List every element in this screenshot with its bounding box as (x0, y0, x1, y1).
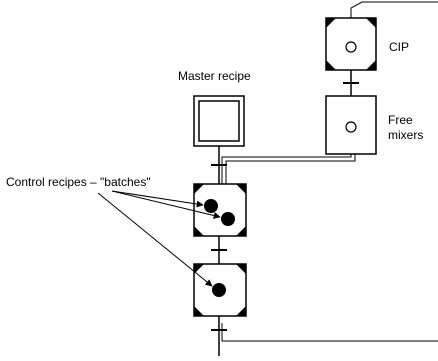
step-corner-icon (194, 184, 204, 194)
free-to-batch-link-1 (221, 154, 352, 184)
step-corner-icon (326, 60, 336, 70)
step-corner-icon (236, 264, 246, 274)
cip-label: CIP (389, 40, 409, 54)
free-to-batch-link-2 (225, 154, 356, 184)
step-corner-icon (194, 264, 204, 274)
cip-top-link (350, 1, 438, 18)
step-corner-icon (236, 226, 246, 236)
batch-step-lower (193, 263, 247, 317)
step-corner-icon (236, 184, 246, 194)
batch-token-icon (221, 212, 235, 226)
step-corner-icon (366, 18, 376, 28)
batch-step-upper (193, 183, 247, 237)
step-corner-icon (326, 18, 336, 28)
pointer-arrow-icon (111, 190, 204, 208)
batch-token-icon (212, 283, 226, 297)
cip-step (325, 17, 377, 71)
bottom-return-link (221, 323, 438, 342)
step-corner-icon (194, 306, 204, 316)
empty-token-icon (345, 41, 357, 53)
empty-token-icon (345, 121, 357, 133)
step-corner-icon (236, 306, 246, 316)
master-recipe-label: Master recipe (178, 69, 251, 83)
free-mixers-label-line1: Free (388, 113, 413, 127)
batch-token-icon (204, 199, 218, 213)
pointer-arrow-icon (111, 190, 221, 219)
step-corner-icon (194, 226, 204, 236)
step-corner-icon (366, 60, 376, 70)
control-recipes-label: Control recipes – "batches" (6, 175, 151, 189)
pointer-arrow-icon (97, 192, 213, 287)
master-recipe-step (193, 95, 245, 147)
free-mixers-label-line2: mixers (388, 128, 423, 142)
free-mixers-step (325, 95, 377, 155)
